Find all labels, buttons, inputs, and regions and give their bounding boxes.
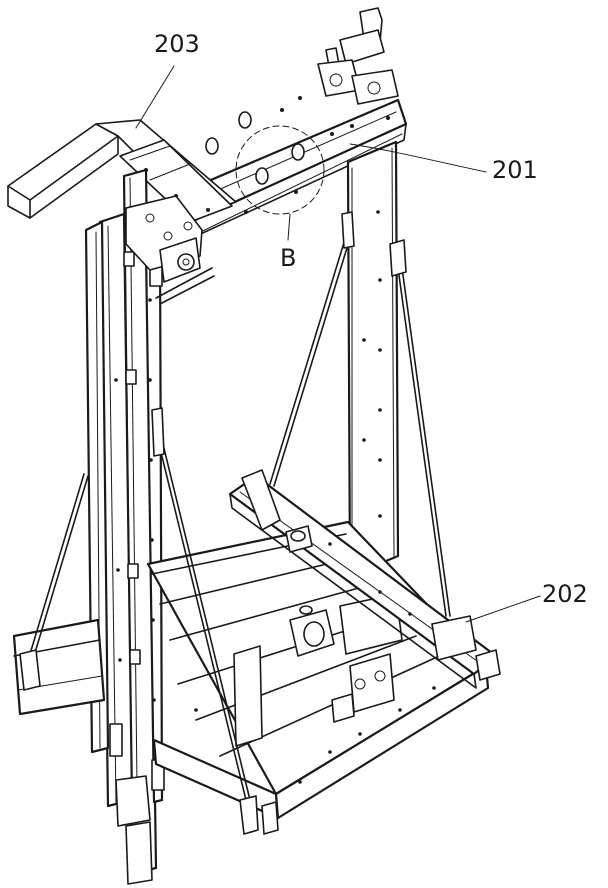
tie-rods xyxy=(19,211,451,835)
top-left-junction xyxy=(125,195,215,305)
label-b: B xyxy=(280,244,296,272)
cantilever-arm-203 xyxy=(7,119,237,223)
leader-lines xyxy=(135,65,541,623)
label-202: 202 xyxy=(542,580,588,608)
top-hanger-bracket xyxy=(317,7,399,105)
cross-beam-202 xyxy=(228,469,501,689)
base-frame xyxy=(12,520,490,820)
detail-circle-b xyxy=(235,125,325,215)
label-203: 203 xyxy=(154,30,200,58)
right-column xyxy=(346,140,400,578)
left-column xyxy=(84,168,165,885)
label-201: 201 xyxy=(492,156,538,184)
